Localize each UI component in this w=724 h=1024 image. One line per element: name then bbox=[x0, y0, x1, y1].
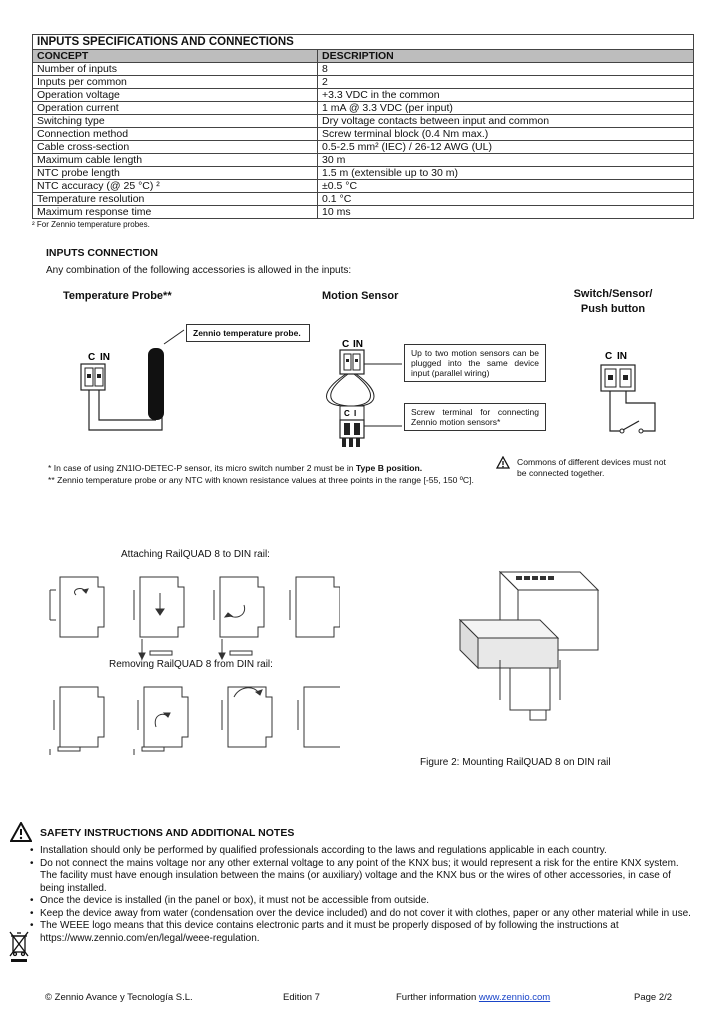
description-cell: Screw terminal block (0.4 Nm max.) bbox=[317, 127, 694, 141]
table-row: NTC accuracy (@ 25 °C) ²±0.5 °C bbox=[32, 179, 694, 193]
safety-item: Once the device is installed (in the pan… bbox=[28, 895, 692, 908]
motion-sensor-diagram: C IN C I bbox=[326, 339, 402, 447]
remove-label: Removing RailQUAD 8 from DIN rail: bbox=[109, 659, 273, 670]
switch-diagram: C IN bbox=[600, 351, 656, 434]
attach-label: Attaching RailQUAD 8 to DIN rail: bbox=[121, 549, 270, 560]
inputs-connection-intro: Any combination of the following accesso… bbox=[46, 265, 352, 276]
description-cell: Dry voltage contacts between input and c… bbox=[317, 114, 694, 128]
motion-terminal-c-small: C bbox=[344, 409, 350, 418]
remove-step-3 bbox=[221, 686, 273, 748]
concept-cell: Temperature resolution bbox=[32, 192, 318, 206]
switch-label-line2: Push button bbox=[580, 303, 646, 315]
safety-list: Installation should only be performed by… bbox=[28, 845, 692, 945]
attach-step-3 bbox=[213, 576, 265, 661]
concept-cell: Maximum cable length bbox=[32, 153, 318, 167]
temp-probe-label: Temperature Probe** bbox=[63, 290, 172, 302]
description-cell: ±0.5 °C bbox=[317, 179, 694, 193]
description-cell: 1.5 m (extensible up to 30 m) bbox=[317, 166, 694, 180]
footer-edition: Edition 7 bbox=[283, 992, 320, 1003]
safety-item: The WEEE logo means that this device con… bbox=[28, 920, 692, 945]
note-detec-sensor: * In case of using ZN1IO-DETEC-P sensor,… bbox=[48, 463, 488, 474]
motion-callout-parallel: Up to two motion sensors can be plugged … bbox=[404, 344, 546, 382]
footer-website-link[interactable]: www.zennio.com bbox=[478, 992, 551, 1003]
table-title: INPUTS SPECIFICATIONS AND CONNECTIONS bbox=[32, 34, 694, 50]
concept-cell: Number of inputs bbox=[32, 62, 318, 76]
footer-page-number: Page 2/2 bbox=[634, 992, 673, 1003]
description-cell: 1 mA @ 3.3 VDC (per input) bbox=[317, 101, 694, 115]
switch-sensor-label: Switch/Sensor/ Push button bbox=[545, 287, 681, 317]
temperature-probe-diagram: C IN bbox=[80, 329, 185, 431]
safety-item: Keep the device away from water (condens… bbox=[28, 908, 692, 921]
switch-terminal-c: C bbox=[605, 351, 612, 362]
warning-icon bbox=[496, 456, 510, 469]
note-detec-text: * In case of using ZN1IO-DETEC-P sensor,… bbox=[48, 463, 356, 473]
description-cell: +3.3 VDC in the common bbox=[317, 88, 694, 102]
concept-cell: Cable cross-section bbox=[32, 140, 318, 154]
description-cell: 10 ms bbox=[317, 205, 694, 219]
railquad-device-drawing bbox=[458, 570, 600, 721]
table-footnote: ² For Zennio temperature probes. bbox=[32, 220, 150, 229]
note-type-b: Type B position. bbox=[355, 463, 423, 473]
concept-cell: Inputs per common bbox=[32, 75, 318, 89]
remove-step-4 bbox=[297, 686, 340, 748]
motion-sensor-label: Motion Sensor bbox=[322, 290, 399, 302]
description-cell: 8 bbox=[317, 62, 694, 76]
footer-further-info: Further information www.zennio.com bbox=[396, 992, 550, 1003]
description-cell: 2 bbox=[317, 75, 694, 89]
din-rail-steps-diagram bbox=[49, 576, 340, 755]
description-cell: 30 m bbox=[317, 153, 694, 167]
description-cell: 0.1 °C bbox=[317, 192, 694, 206]
switch-label-line1: Switch/Sensor/ bbox=[573, 288, 653, 300]
probe-terminal-in: IN bbox=[100, 352, 110, 363]
remove-step-2 bbox=[133, 686, 189, 755]
safety-item: Installation should only be performed by… bbox=[28, 845, 692, 858]
attach-step-1 bbox=[49, 576, 105, 638]
probe-callout-box: Zennio temperature probe. bbox=[186, 324, 310, 342]
concept-cell: NTC accuracy (@ 25 °C) ² bbox=[32, 179, 318, 193]
commons-warning: Commons of different devices must not be… bbox=[517, 457, 666, 478]
inputs-connection-heading: INPUTS CONNECTION bbox=[46, 247, 159, 259]
column-header-concept: CONCEPT bbox=[32, 49, 318, 63]
concept-cell: Operation current bbox=[32, 101, 318, 115]
probe-terminal-c: C bbox=[88, 352, 95, 363]
concept-cell: NTC probe length bbox=[32, 166, 318, 180]
remove-step-1 bbox=[49, 686, 105, 755]
table-row: Operation voltage+3.3 VDC in the common bbox=[32, 88, 694, 102]
motion-callout-terminal: Screw terminal for connecting Zennio mot… bbox=[404, 403, 546, 431]
concept-cell: Switching type bbox=[32, 114, 318, 128]
safety-heading: SAFETY INSTRUCTIONS AND ADDITIONAL NOTES bbox=[40, 827, 295, 839]
description-cell: 0.5-2.5 mm² (IEC) / 26-12 AWG (UL) bbox=[317, 140, 694, 154]
attach-step-4 bbox=[289, 576, 340, 638]
column-header-description: DESCRIPTION bbox=[317, 49, 694, 63]
motion-terminal-c: C bbox=[342, 339, 349, 350]
motion-terminal-in: IN bbox=[353, 339, 363, 350]
motion-terminal-i: I bbox=[354, 409, 356, 418]
switch-terminal-in: IN bbox=[617, 351, 627, 362]
concept-cell: Connection method bbox=[32, 127, 318, 141]
specs-table: INPUTS SPECIFICATIONS AND CONNECTIONS CO… bbox=[32, 34, 694, 219]
concept-cell: Maximum response time bbox=[32, 205, 318, 219]
figure-caption: Figure 2: Mounting RailQUAD 8 on DIN rai… bbox=[420, 757, 611, 768]
safety-warning-icon bbox=[10, 822, 32, 842]
concept-cell: Operation voltage bbox=[32, 88, 318, 102]
attach-step-2 bbox=[133, 576, 185, 661]
footer-company: © Zennio Avance y Tecnología S.L. bbox=[45, 992, 193, 1003]
weee-bin-icon bbox=[9, 931, 29, 962]
note-ntc-range: ** Zennio temperature probe or any NTC w… bbox=[48, 475, 474, 485]
footer-further-label: Further information bbox=[396, 992, 479, 1003]
safety-item: Do not connect the mains voltage nor any… bbox=[28, 858, 692, 896]
